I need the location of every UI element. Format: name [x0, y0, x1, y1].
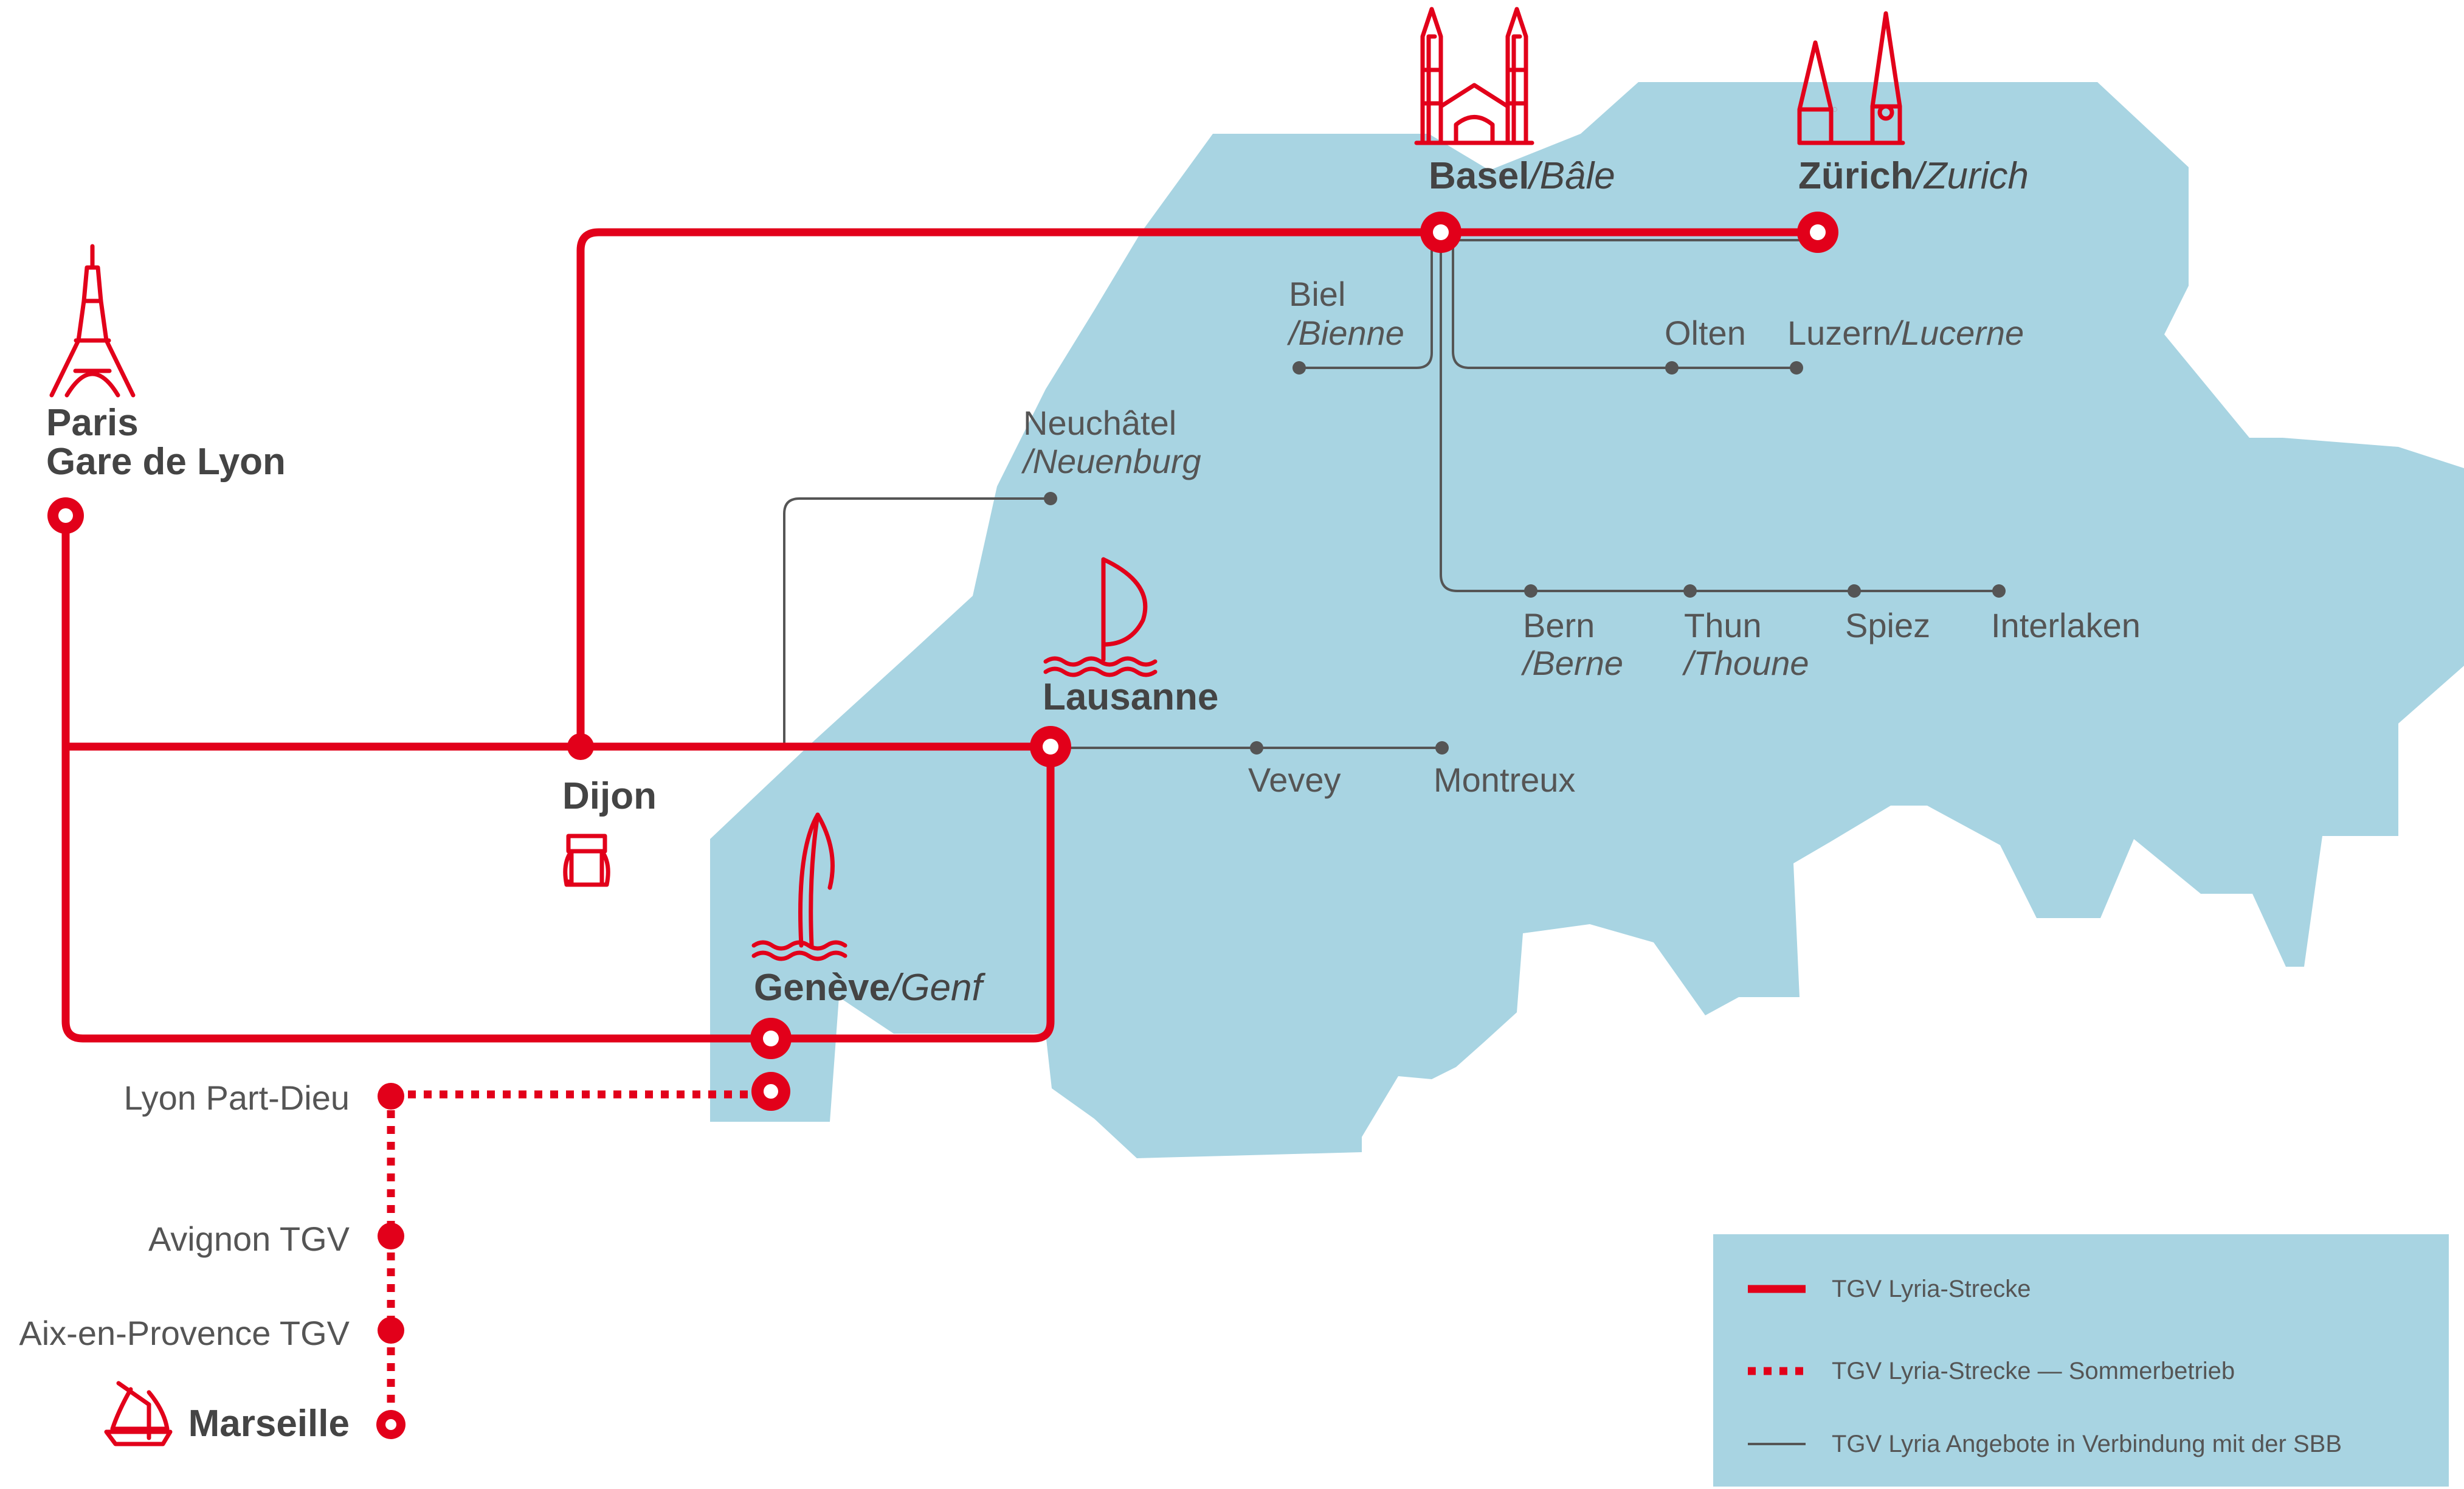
station-dijon[interactable] [567, 733, 594, 760]
station-basel[interactable] [1420, 212, 1461, 253]
label-neuchatel: Neuchâtel [1023, 404, 1176, 442]
label-zurich: Zürich/Zurich [1798, 155, 2029, 197]
sailing-boat-icon [104, 1381, 173, 1446]
station-dot-neuchatel [1044, 492, 1057, 505]
station-avignon[interactable] [378, 1223, 404, 1249]
route-dijon-basel [576, 228, 1445, 751]
label-paris-1: Paris [46, 402, 139, 444]
station-geneve-summer[interactable] [751, 1072, 790, 1111]
station-marseille[interactable] [376, 1410, 405, 1439]
label-geneve: Genève/Genf [754, 967, 985, 1009]
line-basel-biel [1299, 240, 1433, 369]
basel-minster-icon [1414, 7, 1534, 145]
label-lausanne: Lausanne [1043, 676, 1218, 718]
sbb-connections [783, 239, 1999, 749]
line-basel-olten-luzern [1452, 240, 1796, 369]
station-geneve[interactable] [750, 1018, 792, 1059]
tgv-stations [47, 212, 1838, 1439]
label-neuchatel-alt: /Neuenburg [1021, 442, 1201, 480]
station-paris[interactable] [47, 497, 84, 534]
lausanne-sailboat-icon [1043, 557, 1158, 677]
label-avignon: Avignon TGV [148, 1220, 350, 1258]
label-interlaken: Interlaken [1991, 606, 2141, 644]
label-biel-alt: /Bienne [1286, 314, 1404, 352]
station-dot-montreux [1435, 741, 1449, 755]
sbb-stations [1044, 361, 2006, 755]
legend: TGV Lyria-Strecke TGV Lyria-Strecke — So… [1713, 1234, 2449, 1487]
station-dot-thun [1683, 584, 1697, 598]
switzerland-shape [710, 82, 2464, 1158]
station-dot-biel [1292, 361, 1306, 375]
label-basel: Basel/Bâle [1429, 155, 1615, 197]
summer-routes [387, 1090, 769, 1423]
legend-thin-label: TGV Lyria Angebote in Verbindung mit der… [1832, 1431, 2342, 1457]
label-dijon: Dijon [562, 775, 657, 817]
jet-d-eau-icon [751, 812, 847, 961]
station-dot-spiez [1848, 584, 1861, 598]
label-luzern: Luzern/Lucerne [1787, 314, 2024, 352]
eiffel-tower-icon [49, 244, 136, 398]
legend-solid-label: TGV Lyria-Strecke [1832, 1276, 2031, 1302]
station-aix[interactable] [378, 1317, 404, 1344]
zurich-church-icon [1797, 11, 1905, 145]
label-montreux: Montreux [1434, 761, 1575, 799]
label-vevey: Vevey [1248, 761, 1341, 799]
station-dot-interlaken [1992, 584, 2006, 598]
legend-dotted-label: TGV Lyria-Strecke — Sommerbetrieb [1832, 1358, 2235, 1384]
label-spiez: Spiez [1845, 606, 1930, 644]
label-thun-alt: /Thoune [1682, 644, 1809, 682]
label-paris-2: Gare de Lyon [46, 441, 286, 483]
station-dot-bern [1524, 584, 1537, 598]
line-neuchatel [783, 497, 1051, 745]
line-basel-bern-interlaken [1440, 240, 1999, 592]
mustard-jar-icon [563, 834, 610, 887]
label-lyon: Lyon Part-Dieu [124, 1079, 350, 1117]
label-aix: Aix-en-Provence TGV [19, 1314, 350, 1352]
tgv-lyria-routes [61, 228, 1822, 1043]
station-lausanne[interactable] [1030, 726, 1071, 767]
label-marseille: Marseille [188, 1403, 350, 1445]
city-labels: Paris Gare de Lyon Basel/Bâle Zürich/Zur… [19, 155, 2141, 1445]
label-biel: Biel [1289, 275, 1345, 313]
station-lyon[interactable] [378, 1083, 404, 1110]
label-thun: Thun [1684, 606, 1762, 644]
label-olten: Olten [1665, 314, 1746, 352]
station-zurich[interactable] [1797, 212, 1838, 253]
label-bern-alt: /Berne [1520, 644, 1623, 682]
station-dot-vevey [1250, 741, 1263, 755]
station-dot-luzern [1790, 361, 1803, 375]
route-paris-geneve [61, 742, 1055, 1043]
label-bern: Bern [1523, 606, 1595, 644]
station-dot-olten [1665, 361, 1679, 375]
legend-box [1713, 1234, 2449, 1487]
